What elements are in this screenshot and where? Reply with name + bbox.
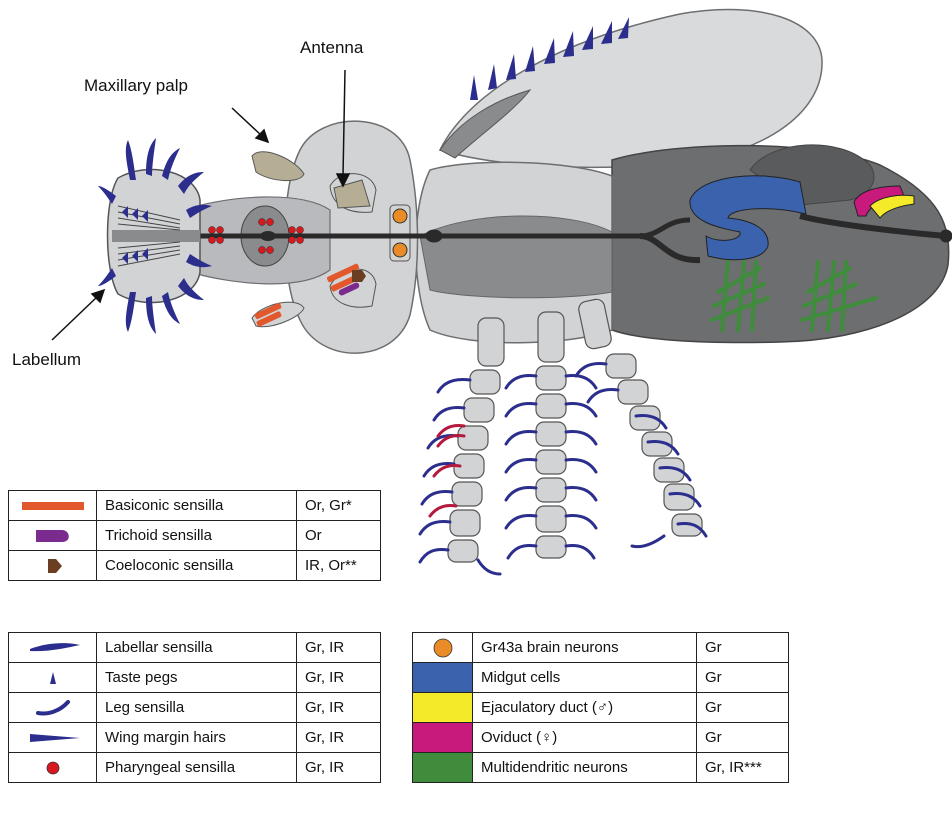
legend-name: Taste pegs — [97, 663, 297, 693]
ejaculatory-swatch — [413, 693, 473, 723]
legend-row: Midgut cells Gr — [413, 663, 789, 693]
legend-row: Oviduct (♀) Gr — [413, 723, 789, 753]
legend-row: Coeloconic sensilla IR, Or** — [9, 551, 381, 581]
legend-receptors: Gr, IR*** — [697, 753, 789, 783]
maxillary-palp-label: Maxillary palp — [84, 76, 188, 96]
legend-receptors: Gr, IR — [297, 723, 381, 753]
legend-name: Midgut cells — [473, 663, 697, 693]
pharyngeal-icon — [9, 753, 97, 783]
trichoid-icon — [9, 521, 97, 551]
legend-name: Coeloconic sensilla — [97, 551, 297, 581]
legend-receptors: IR, Or** — [297, 551, 381, 581]
legend-receptors: Gr, IR — [297, 663, 381, 693]
legend-name: Leg sensilla — [97, 693, 297, 723]
legend-gustatory: Labellar sensilla Gr, IR Taste pegs Gr, … — [8, 632, 381, 783]
labellar-sensilla-icon — [9, 633, 97, 663]
brain-neuron-icon — [413, 633, 473, 663]
legend-row: Wing margin hairs Gr, IR — [9, 723, 381, 753]
midgut-swatch — [413, 663, 473, 693]
legend-row: Basiconic sensilla Or, Gr* — [9, 491, 381, 521]
legend-receptors: Or, Gr* — [297, 491, 381, 521]
taste-peg-icon — [9, 663, 97, 693]
legend-receptors: Gr — [697, 633, 789, 663]
legend-row: Gr43a brain neurons Gr — [413, 633, 789, 663]
legend-row: Taste pegs Gr, IR — [9, 663, 381, 693]
antenna-label: Antenna — [300, 38, 363, 58]
legend-name: Gr43a brain neurons — [473, 633, 697, 663]
legend-receptors: Gr — [697, 723, 789, 753]
legend-receptors: Or — [297, 521, 381, 551]
legend-row: Multidendritic neurons Gr, IR*** — [413, 753, 789, 783]
legend-row: Pharyngeal sensilla Gr, IR — [9, 753, 381, 783]
legend-name: Wing margin hairs — [97, 723, 297, 753]
basiconic-icon — [9, 491, 97, 521]
leg-sensilla-icon — [9, 693, 97, 723]
labellum-label: Labellum — [12, 350, 81, 370]
legend-internal: Gr43a brain neurons Gr Midgut cells Gr E… — [412, 632, 789, 783]
legend-receptors: Gr — [697, 663, 789, 693]
legend-receptors: Gr, IR — [297, 753, 381, 783]
legend-name: Oviduct (♀) — [473, 723, 697, 753]
legend-name: Multidendritic neurons — [473, 753, 697, 783]
legend-receptors: Gr, IR — [297, 633, 381, 663]
legend-receptors: Gr — [697, 693, 789, 723]
multidendritic-swatch — [413, 753, 473, 783]
legend-name: Trichoid sensilla — [97, 521, 297, 551]
legend-row: Labellar sensilla Gr, IR — [9, 633, 381, 663]
labellum — [98, 138, 212, 334]
legend-name: Pharyngeal sensilla — [97, 753, 297, 783]
legend-name: Basiconic sensilla — [97, 491, 297, 521]
legend-olfactory: Basiconic sensilla Or, Gr* Trichoid sens… — [8, 490, 381, 581]
coeloconic-icon — [9, 551, 97, 581]
legend-row: Ejaculatory duct (♂) Gr — [413, 693, 789, 723]
oviduct-swatch — [413, 723, 473, 753]
wing — [440, 10, 822, 168]
legend-row: Trichoid sensilla Or — [9, 521, 381, 551]
legend-receptors: Gr, IR — [297, 693, 381, 723]
legend-name: Labellar sensilla — [97, 633, 297, 663]
legend-row: Leg sensilla Gr, IR — [9, 693, 381, 723]
legend-name: Ejaculatory duct (♂) — [473, 693, 697, 723]
wing-hair-icon — [9, 723, 97, 753]
